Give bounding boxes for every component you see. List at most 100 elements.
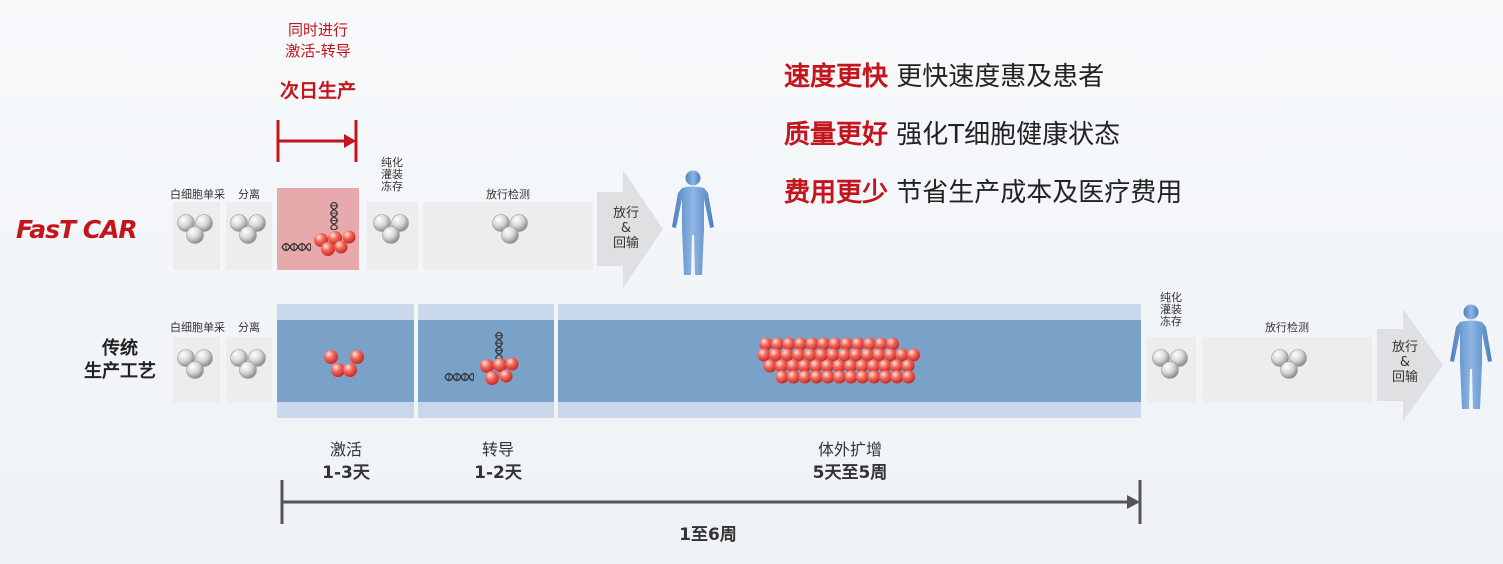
fastcar-logo: FasT CAR (16, 215, 138, 244)
header-activation-transduction: 激活-转导 (285, 42, 351, 60)
fastcar-purify-label-1: 纯化 (381, 156, 403, 169)
expanded-cell (863, 337, 876, 351)
expanded-cell (786, 359, 800, 373)
traditional-leukapheresis-label: 白细胞单采 (170, 321, 225, 334)
benefit-cost: 费用更少 节省生产成本及医疗费用 (784, 178, 1182, 208)
traditional-label-line1: 传统 (102, 338, 138, 359)
gray-cells-icon (1151, 347, 1191, 381)
stage-activation-duration: 1-3天 (322, 463, 370, 483)
traditional-release-test-box (1202, 337, 1372, 403)
stage-transduction-duration: 1-2天 (474, 463, 522, 483)
fastcar-release-text-3: 回输 (612, 236, 639, 251)
stage-expansion-name: 体外扩增 (817, 440, 882, 459)
benefit-speed-key: 速度更快 (784, 62, 889, 92)
traditional-purify-label-3: 冻存 (1160, 315, 1182, 328)
expanded-cell (821, 359, 834, 373)
traditional-purify-label-1: 纯化 (1160, 291, 1182, 304)
gray-cells-icon (372, 212, 412, 246)
traditional-purify-label-2: 灌装 (1160, 303, 1182, 316)
expanded-cell (895, 348, 909, 362)
expanded-cell (855, 359, 869, 373)
fastcar-release-arrow (597, 170, 663, 288)
gray-cells-icon (176, 347, 216, 381)
activation-stage-core (277, 320, 414, 402)
expanded-cell (792, 348, 805, 362)
benefit-quality-key: 质量更好 (784, 120, 889, 150)
expanded-cell (782, 337, 796, 351)
benefit-quality: 质量更好 强化T细胞健康状态 (784, 120, 1182, 150)
gray-cells-icon (1270, 347, 1310, 381)
benefit-speed: 速度更快 更快速度惠及患者 (784, 62, 1182, 92)
expanded-cell (838, 348, 851, 362)
next-day-bracket (276, 120, 358, 162)
fastcar-leukapheresis-label: 白细胞单采 (170, 188, 225, 201)
expanded-cell (780, 348, 794, 362)
traditional-release-test-label: 放行检测 (1265, 321, 1309, 334)
expanded-cell (878, 359, 892, 373)
stage-expansion-duration: 5天至5周 (812, 463, 888, 483)
fastcar-activation-transduction-box (277, 188, 359, 270)
expanded-cell (886, 337, 899, 351)
expanded-cell (849, 348, 863, 362)
benefit-speed-value: 更快速度惠及患者 (896, 62, 1105, 92)
traditional-release-text-3: 回输 (1391, 370, 1418, 385)
total-duration: 1至6周 (679, 525, 737, 545)
fastcar-purify-label-3: 冻存 (381, 180, 403, 193)
fastcar-purify-label-2: 灌装 (381, 168, 403, 181)
expanded-cell (798, 359, 811, 373)
expanded-cell (844, 370, 858, 384)
benefits-list: 速度更快 更快速度惠及患者 质量更好 强化T细胞健康状态 费用更少 节省生产成本… (784, 62, 1182, 208)
expanded-cell (763, 359, 777, 373)
traditional-release-text-2: & (1399, 355, 1411, 370)
expanded-cell (794, 337, 807, 351)
expanded-cell (879, 370, 892, 384)
benefit-cost-key: 费用更少 (784, 178, 889, 208)
expanded-cell (769, 348, 782, 362)
expanded-cell (861, 348, 874, 362)
gray-cells-icon (229, 212, 269, 246)
expanded-cell (798, 370, 812, 384)
expanded-cell (840, 337, 853, 351)
expanded-cell (872, 348, 886, 362)
expanded-cell (771, 337, 784, 351)
traditional-release-arrow-text: 放行 & 回输 (1380, 340, 1430, 385)
traditional-purify-box (1146, 337, 1196, 403)
expanded-cell (821, 370, 835, 384)
fastcar-purify-label: 纯化 灌装 冻存 (362, 157, 422, 193)
traditional-label: 传统 生产工艺 (70, 337, 170, 383)
total-duration-bracket (280, 480, 1142, 524)
fastcar-release-text-1: 放行 (612, 206, 639, 221)
fastcar-separation-box (226, 202, 272, 270)
expanded-cell (826, 348, 840, 362)
expanded-cell (874, 337, 888, 351)
benefit-cost-value: 节省生产成本及医疗费用 (896, 178, 1183, 208)
fastcar-release-arrow-text: 放行 & 回输 (601, 206, 651, 251)
expanded-cell (833, 370, 846, 384)
transduction-stage-band (418, 304, 554, 418)
expanded-cell (890, 359, 903, 373)
gray-cells-icon (229, 347, 269, 381)
expanded-cell (810, 370, 823, 384)
benefit-quality-value: 强化T细胞健康状态 (896, 120, 1121, 150)
expanded-cell (884, 348, 897, 362)
expanded-cell (890, 370, 904, 384)
expanded-cell (907, 348, 920, 362)
expanded-cell (775, 359, 788, 373)
expanded-cell (809, 359, 823, 373)
stage-transduction-name: 转导 (481, 440, 514, 459)
expanded-cell (775, 370, 789, 384)
fastcar-separation-label: 分离 (238, 188, 260, 201)
header-simultaneous: 同时进行 (287, 21, 348, 39)
expanded-cell (759, 337, 773, 351)
expanded-cell (856, 370, 869, 384)
expanded-cell (851, 337, 865, 351)
patient-figure-icon (1446, 302, 1496, 414)
fastcar-release-test-box (423, 202, 593, 270)
fastcar-purify-box (367, 202, 418, 270)
traditional-purify-label: 纯化 灌装 冻存 (1145, 292, 1197, 328)
traditional-separation-label: 分离 (238, 321, 260, 334)
gray-cells-icon (176, 212, 216, 246)
expanded-cell (828, 337, 842, 351)
traditional-release-text-1: 放行 (1391, 340, 1418, 355)
fastcar-release-test-label: 放行检测 (486, 188, 530, 201)
